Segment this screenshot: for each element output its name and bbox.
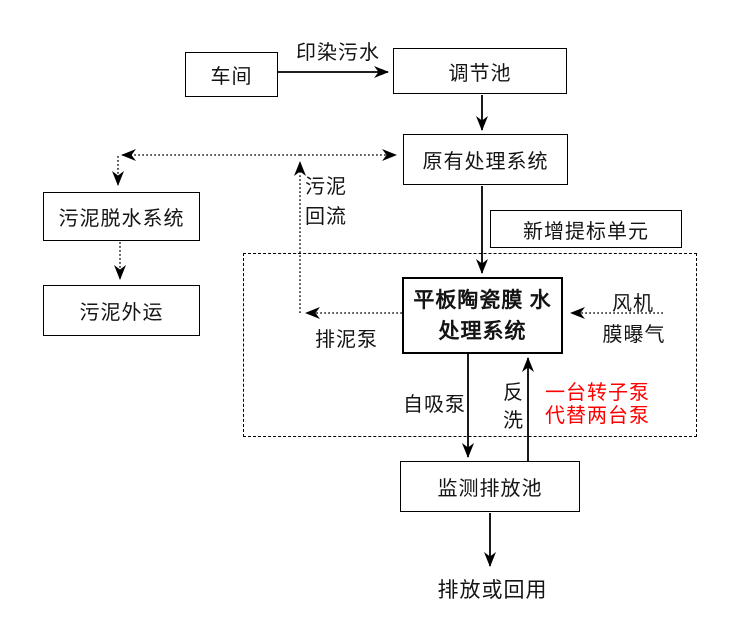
node-new-upgrade-unit-label: 新增提标单元 <box>523 220 649 243</box>
label-membrane-aeration: 膜曝气 <box>602 324 666 346</box>
label-self-priming-pump: 自吸泵 <box>403 394 466 416</box>
label-backwash-char1: 反 <box>503 382 524 404</box>
label-fan: 风机 <box>612 293 654 315</box>
node-monitoring-tank-label: 监测排放池 <box>437 478 543 500</box>
node-sludge-dewatering-label: 污泥脱水系统 <box>58 208 185 230</box>
label-sludge-return-line2: 回流 <box>305 206 347 228</box>
label-red-note-line2: 代替两台泵 <box>545 405 650 427</box>
label-sludge-return-line1: 污泥 <box>305 176 347 198</box>
new-upgrade-unit-dashed-region <box>243 253 697 437</box>
node-regulating-tank-label: 调节池 <box>448 62 512 85</box>
label-discharge-or-reuse: 排放或回用 <box>437 578 548 602</box>
label-influent: 印染污水 <box>296 42 380 64</box>
label-sludge-return: 污泥 回流 <box>305 172 347 232</box>
node-workshop: 车间 <box>185 52 278 97</box>
node-monitoring-tank: 监测排放池 <box>400 461 580 512</box>
label-red-note: 一台转子泵 代替两台泵 <box>545 382 650 428</box>
node-ceramic-membrane-line1: 平板陶瓷膜 <box>413 287 524 312</box>
node-ceramic-membrane-line2: 水处理系统 <box>438 287 552 343</box>
label-backwash-char2: 洗 <box>503 410 524 432</box>
node-ceramic-membrane-system: 平板陶瓷膜 水处理系统 <box>402 277 563 354</box>
node-ceramic-membrane-label: 平板陶瓷膜 水处理系统 <box>404 285 561 347</box>
node-new-upgrade-unit: 新增提标单元 <box>490 210 682 248</box>
label-sludge-pump: 排泥泵 <box>315 329 378 351</box>
node-sludge-export-label: 污泥外运 <box>79 302 164 324</box>
node-original-system: 原有处理系统 <box>403 134 568 185</box>
node-sludge-dewatering: 污泥脱水系统 <box>43 192 200 241</box>
node-original-system-label: 原有处理系统 <box>422 151 549 173</box>
label-backwash: 反 洗 <box>503 379 524 435</box>
label-red-note-line1: 一台转子泵 <box>545 382 650 404</box>
node-regulating-tank: 调节池 <box>393 48 567 94</box>
node-sludge-export: 污泥外运 <box>43 285 200 336</box>
node-workshop-label: 车间 <box>210 66 253 88</box>
